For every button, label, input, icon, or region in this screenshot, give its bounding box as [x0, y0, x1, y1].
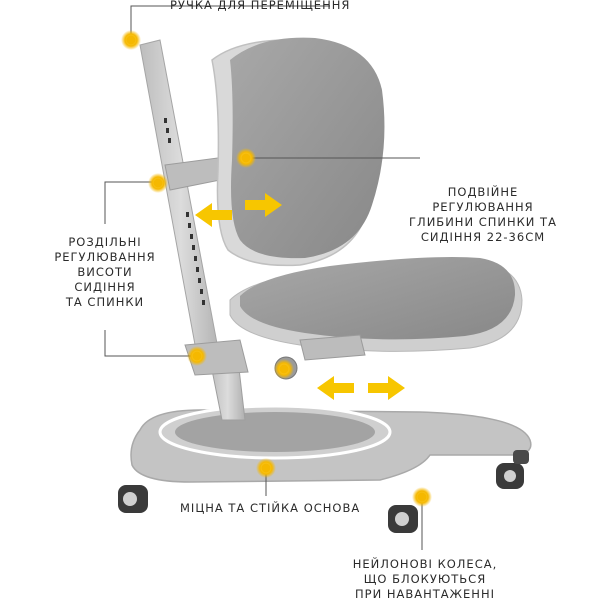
- yellow-markers: [121, 30, 432, 507]
- chair-frame: [139, 39, 249, 421]
- height-label-line: та спинки: [65, 295, 145, 309]
- double-arrow-icon: [195, 193, 282, 227]
- depth-label: Подвійне регулювання глибини спинки та с…: [408, 185, 558, 245]
- base-label: Міцна та стійка основа: [180, 501, 360, 516]
- depth-label-line: глибини спинки та: [409, 215, 557, 229]
- base-label-text: Міцна та стійка основа: [180, 501, 361, 515]
- handle-leader: [130, 5, 330, 38]
- wheels-label-line: що блокуються: [363, 572, 487, 586]
- wheels-label-line: при навантаженні: [355, 587, 495, 601]
- chair-backrest: [211, 37, 385, 267]
- handle-label-text: Ручка для переміщення: [170, 0, 351, 12]
- height-label-line: регулювання: [54, 250, 156, 264]
- height-label-line: Роздільні: [68, 235, 142, 249]
- chair-base: [130, 404, 532, 483]
- wheel-back-right: [496, 463, 524, 489]
- height-label: Роздільні регулювання висоти сидіння та …: [50, 235, 160, 310]
- chair-wheels: [118, 450, 529, 533]
- height-label-line: сидіння: [74, 280, 136, 294]
- wheels-label: Нейлонові колеса, що блокуються при нава…: [350, 557, 500, 602]
- height-label-line: висоти: [77, 265, 133, 279]
- chair-seat: [229, 257, 523, 380]
- handle-label: Ручка для переміщення: [170, 0, 350, 13]
- height-leader-top: [104, 181, 158, 224]
- wheel-front-left: [118, 485, 148, 513]
- double-arrow-icon: [317, 376, 405, 400]
- depth-label-line: Подвійне: [447, 185, 519, 199]
- wheel-back-left: [513, 450, 529, 464]
- depth-label-line: сидіння 22-36см: [420, 230, 546, 244]
- depth-label-line: регулювання: [432, 200, 534, 214]
- leader-lines: [104, 5, 423, 550]
- wheel-front-right: [388, 505, 418, 533]
- wheels-label-line: Нейлонові колеса,: [352, 557, 498, 571]
- height-leader-bottom: [104, 330, 196, 357]
